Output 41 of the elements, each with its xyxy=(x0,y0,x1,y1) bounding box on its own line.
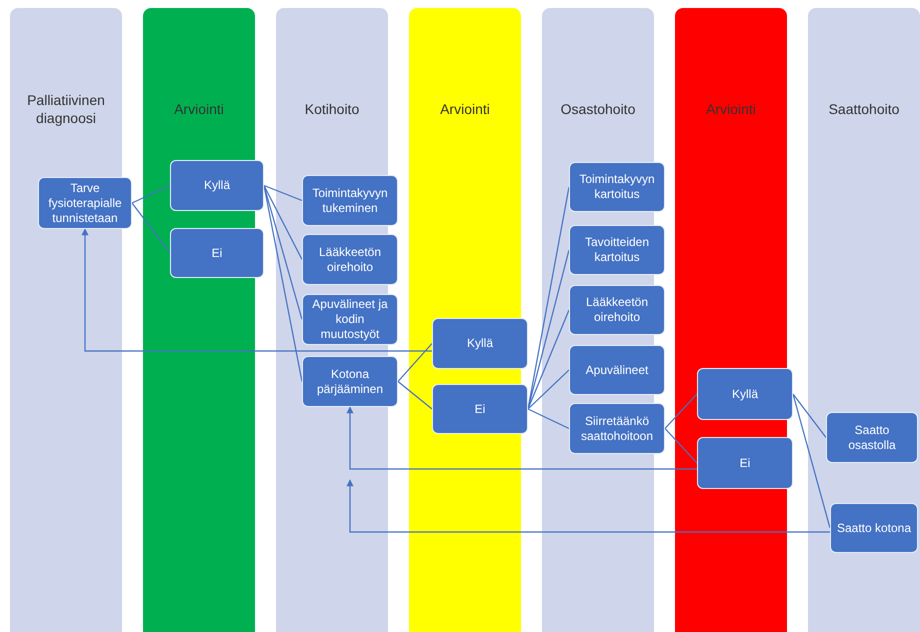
process-box: Kyllä xyxy=(697,368,793,420)
process-box: Siirretäänkö saattohoitoon xyxy=(569,403,665,454)
process-box: Kyllä xyxy=(170,160,264,211)
arrow xyxy=(346,479,830,533)
process-box: Toimintakyvyn tukeminen xyxy=(302,175,398,226)
connector-line xyxy=(398,381,432,410)
connector-line xyxy=(664,394,698,429)
process-box: Tarve fysioterapialle tunnistetaan xyxy=(38,177,132,229)
lane-title: Arviointi xyxy=(173,100,225,119)
connector-line xyxy=(527,310,570,410)
process-box: Kotona pärjääminen xyxy=(302,356,398,407)
process-box: Ei xyxy=(432,384,528,434)
process-box: Toimintakyvyn kartoitus xyxy=(569,162,665,212)
process-box: Lääkkeetön oirehoito xyxy=(569,285,665,335)
connector-line xyxy=(792,394,826,438)
connector-line xyxy=(398,343,432,382)
connector-line xyxy=(264,184,302,202)
connector-line xyxy=(132,184,170,204)
process-box: Saatto kotona xyxy=(830,503,918,553)
lane-title: Palliatiivinen diagnoosi xyxy=(26,91,106,128)
connector-line xyxy=(263,185,303,260)
connector-line xyxy=(528,370,570,410)
lane-title: Osastohoito xyxy=(560,100,636,119)
process-box: Apuvälineet xyxy=(569,345,665,395)
process-box: Lääkkeetön oirehoito xyxy=(302,234,398,285)
lane-title: Arviointi xyxy=(705,100,757,119)
process-box: Ei xyxy=(170,228,264,278)
lane-title: Kotihoito xyxy=(304,100,360,119)
connector-line xyxy=(792,394,831,528)
process-box: Kyllä xyxy=(432,318,528,369)
connector-line xyxy=(664,428,698,464)
lane-title: Saattohoito xyxy=(828,100,900,119)
process-box: Saatto osastolla xyxy=(826,412,918,463)
arrow xyxy=(346,406,697,470)
connector-line xyxy=(132,202,170,254)
process-box: Apuvälineet ja kodin muutostyöt xyxy=(302,294,398,345)
arrow xyxy=(82,228,432,352)
process-box: Tavoitteiden kartoitus xyxy=(569,225,665,275)
lane-title: Arviointi xyxy=(439,100,491,119)
process-box: Ei xyxy=(697,437,793,489)
connector-line xyxy=(528,408,570,430)
